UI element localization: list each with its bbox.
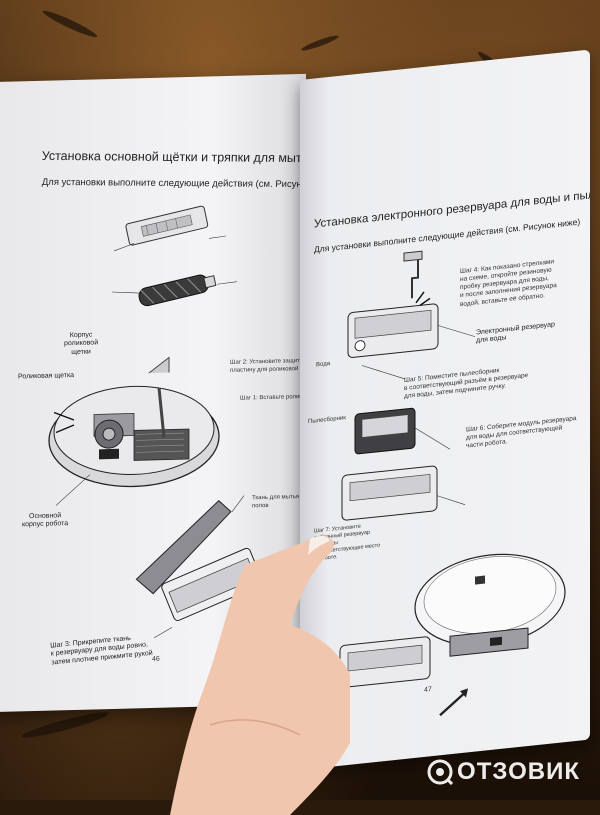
water-tank-illustration xyxy=(339,250,566,717)
label-cloth: Ткань для мытья полов xyxy=(252,494,300,509)
left-page-subtitle: Для установки выполните следующие действ… xyxy=(41,176,306,191)
manual-page-left: Установка основной щётки и тряпки для мы… xyxy=(0,73,306,713)
label-water: Вода xyxy=(316,360,331,369)
right-page-number: 47 xyxy=(424,686,432,694)
left-page-title: Установка основной щётки и тряпки для мы… xyxy=(41,148,306,166)
roller-brush-illustration xyxy=(48,205,263,639)
hand-holding-manual xyxy=(170,535,350,815)
step-1-text: Шаг 1: Вставьте роликовую щетку xyxy=(240,393,306,402)
otzovik-logo-icon xyxy=(427,759,454,785)
manual-page-right: Установка электронного резервуара для во… xyxy=(300,49,590,770)
otzovik-watermark: ОТЗОВИК xyxy=(427,758,580,786)
watermark-text: ОТЗОВИК xyxy=(457,758,580,785)
label-brush-housing: Корпус роликовой щетки xyxy=(64,331,99,356)
label-main-body: Основной корпус робота xyxy=(22,512,69,529)
step-2-text: Шаг 2: Установите защитную пластину для … xyxy=(230,357,306,374)
label-roller-brush: Роликовая щетка xyxy=(18,371,75,381)
